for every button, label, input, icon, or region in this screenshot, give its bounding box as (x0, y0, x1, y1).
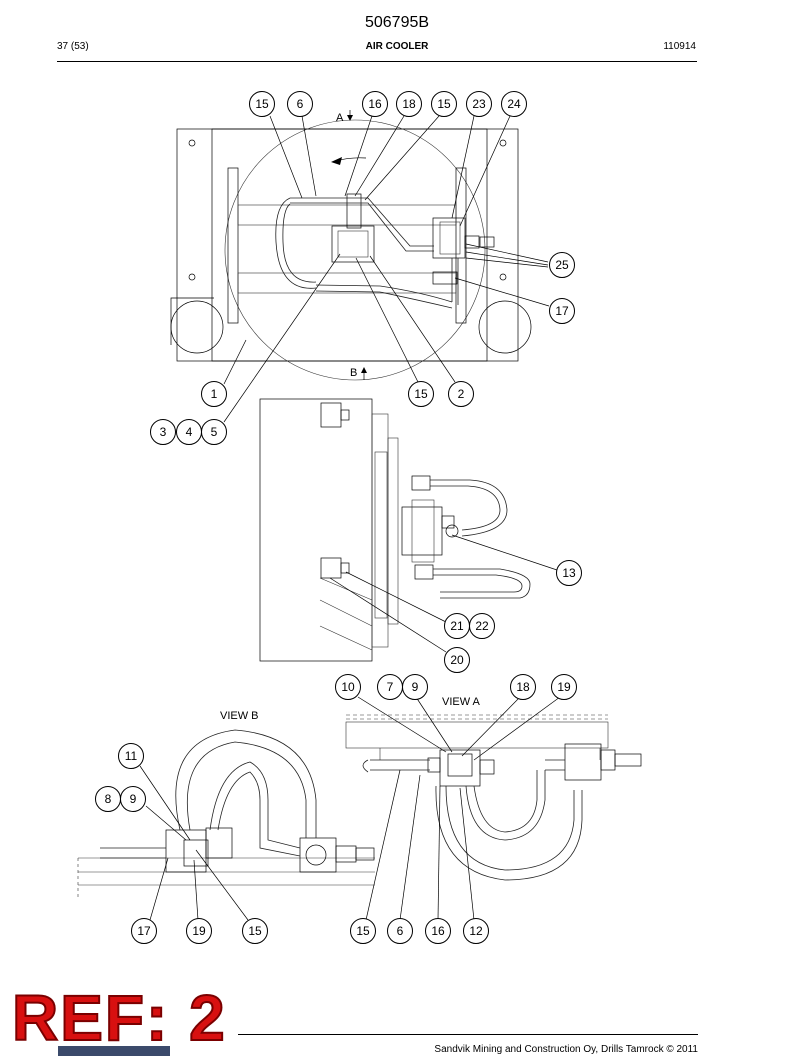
callout-1-top: 1 (201, 381, 227, 407)
svg-text:2: 2 (458, 387, 465, 401)
callout-22-side: 22 (469, 613, 495, 639)
view-a (345, 714, 642, 881)
side-view-leaders (329, 534, 558, 653)
callout-16-view-a: 16 (425, 918, 451, 944)
callout-2-top: 2 (448, 381, 474, 407)
callout-15-top-c: 15 (408, 381, 434, 407)
callout-19-view-a: 19 (551, 674, 577, 700)
callout-13-side: 13 (556, 560, 582, 586)
view-b (77, 729, 375, 900)
svg-text:25: 25 (555, 258, 569, 272)
callout-11-view-b: 11 (118, 743, 144, 769)
callout-4-top: 4 (176, 419, 202, 445)
callout-17-view-b: 17 (131, 918, 157, 944)
svg-text:23: 23 (472, 97, 486, 111)
callout-20-side: 20 (444, 647, 470, 673)
callout-23-top: 23 (466, 91, 492, 117)
svg-text:15: 15 (356, 924, 370, 938)
svg-text:24: 24 (507, 97, 521, 111)
svg-text:9: 9 (412, 680, 419, 694)
svg-text:15: 15 (437, 97, 451, 111)
svg-text:15: 15 (255, 97, 269, 111)
svg-text:6: 6 (397, 924, 404, 938)
footer-rule (238, 1034, 698, 1035)
page-number: 37 (53) (57, 41, 89, 52)
callout-19-view-b: 19 (186, 918, 212, 944)
svg-text:3: 3 (160, 425, 167, 439)
header-rule (57, 61, 697, 62)
svg-text:16: 16 (368, 97, 382, 111)
view-a-label: VIEW A (442, 696, 481, 708)
view-b-label: VIEW B (220, 710, 259, 722)
callout-24-top: 24 (501, 91, 527, 117)
svg-text:4: 4 (186, 425, 193, 439)
callout-12-view-a: 12 (463, 918, 489, 944)
callout-15-top-a: 15 (249, 91, 275, 117)
arrow-a-label: A (336, 112, 344, 124)
top-view-leaders (223, 115, 550, 423)
date-code: 110914 (663, 41, 696, 52)
callout-6-top: 6 (287, 91, 313, 117)
svg-text:18: 18 (516, 680, 530, 694)
reference-stamp: REF: 2 (11, 982, 227, 1054)
svg-text:12: 12 (469, 924, 483, 938)
svg-text:17: 17 (137, 924, 151, 938)
callout-15-top-b: 15 (431, 91, 457, 117)
callout-9-view-b: 9 (120, 786, 146, 812)
svg-text:13: 13 (562, 566, 576, 580)
svg-text:8: 8 (105, 792, 112, 806)
svg-text:19: 19 (192, 924, 206, 938)
view-b-leaders (139, 765, 249, 921)
svg-text:11: 11 (125, 749, 138, 763)
side-view (259, 398, 531, 662)
footer-copyright: Sandvik Mining and Construction Oy, Dril… (434, 1044, 698, 1055)
callout-16-top: 16 (362, 91, 388, 117)
svg-text:16: 16 (431, 924, 445, 938)
company-logo (58, 1046, 170, 1056)
svg-text:7: 7 (387, 680, 394, 694)
svg-text:17: 17 (555, 304, 569, 318)
callout-18-view-a: 18 (510, 674, 536, 700)
svg-text:19: 19 (557, 680, 571, 694)
svg-text:21: 21 (450, 619, 464, 633)
callout-6-view-a: 6 (387, 918, 413, 944)
callout-9-view-a: 9 (402, 674, 428, 700)
callout-15-view-a: 15 (350, 918, 376, 944)
svg-text:9: 9 (130, 792, 137, 806)
svg-text:1: 1 (211, 387, 218, 401)
callout-25-top: 25 (549, 252, 575, 278)
svg-text:5: 5 (211, 425, 218, 439)
callout-21-side: 21 (444, 613, 470, 639)
callout-5-top: 5 (201, 419, 227, 445)
page-title: AIR COOLER (365, 41, 429, 52)
callout-17-top: 17 (549, 298, 575, 324)
callout-10-view-a: 10 (335, 674, 361, 700)
svg-text:15: 15 (248, 924, 262, 938)
callout-7-view-a: 7 (377, 674, 403, 700)
callout-3-top: 3 (150, 419, 176, 445)
svg-text:22: 22 (475, 619, 489, 633)
arrow-b-label: B (350, 367, 357, 379)
callout-8-view-b: 8 (95, 786, 121, 812)
callout-18-top: 18 (396, 91, 422, 117)
document-number: 506795B (364, 14, 430, 31)
view-a-leaders (357, 696, 561, 921)
svg-text:10: 10 (341, 680, 355, 694)
svg-text:15: 15 (414, 387, 428, 401)
svg-text:20: 20 (450, 653, 464, 667)
callout-15-view-b: 15 (242, 918, 268, 944)
svg-text:18: 18 (402, 97, 416, 111)
svg-text:6: 6 (297, 97, 304, 111)
top-view (170, 110, 532, 381)
